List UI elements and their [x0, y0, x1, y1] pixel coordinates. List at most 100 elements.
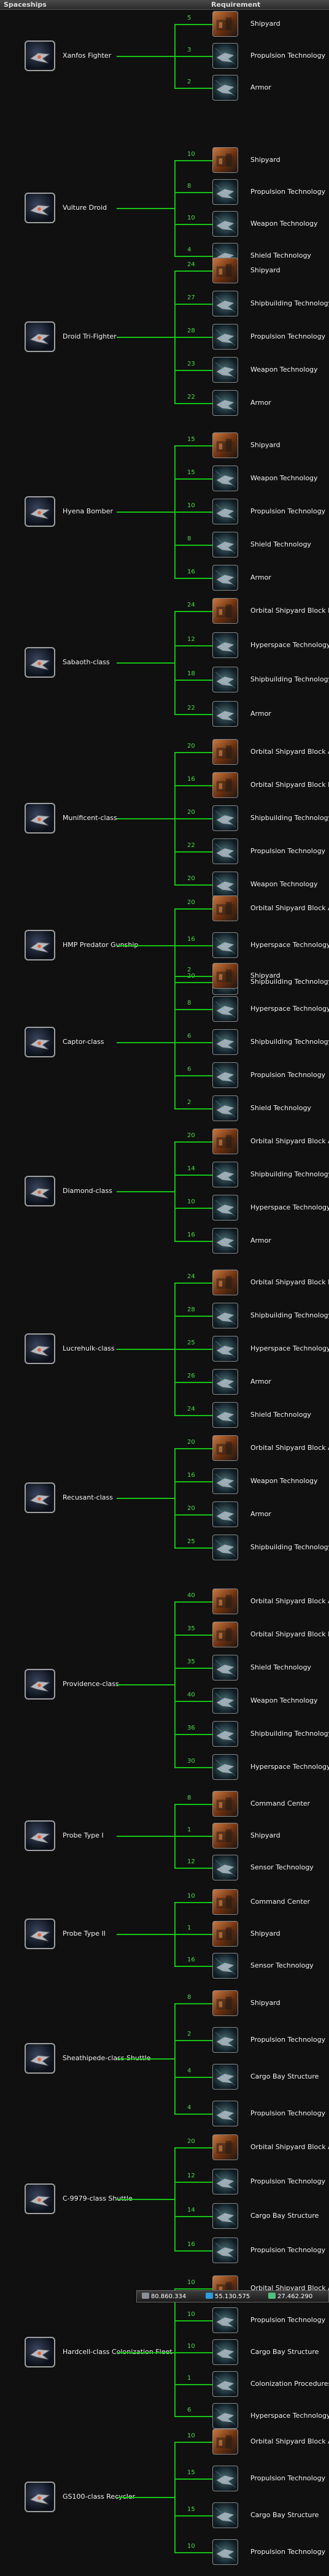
- research-icon[interactable]: [212, 1953, 238, 1979]
- requirement-name[interactable]: Shipbuilding Technology: [250, 675, 329, 683]
- requirement-name[interactable]: Weapon Technology: [250, 366, 318, 374]
- requirement-name[interactable]: Armor: [250, 1510, 271, 1518]
- requirement-name[interactable]: Sensor Technology: [250, 1863, 314, 1871]
- ship-name[interactable]: Probe Type II: [63, 1930, 106, 1938]
- research-icon[interactable]: [212, 2339, 238, 2365]
- requirement-name[interactable]: Command Center: [250, 1800, 311, 1807]
- building-icon[interactable]: [212, 1589, 238, 1614]
- requirement-name[interactable]: Propulsion Technology: [250, 507, 326, 515]
- requirement-name[interactable]: Propulsion Technology: [250, 2316, 326, 2324]
- probe-icon[interactable]: [25, 1919, 55, 1949]
- requirement-name[interactable]: Propulsion Technology: [250, 2036, 326, 2044]
- ship-name[interactable]: Hardcell-class Colonization Fleet: [63, 2348, 172, 2356]
- building-icon[interactable]: [212, 147, 238, 173]
- requirement-name[interactable]: Shipyard: [250, 1999, 281, 2007]
- research-icon[interactable]: [212, 1468, 238, 1494]
- ship-name[interactable]: GS100-class Recycler: [63, 2493, 136, 2501]
- research-icon[interactable]: [212, 2466, 238, 2491]
- research-icon[interactable]: [212, 499, 238, 524]
- requirement-name[interactable]: Hyperspace Technology: [250, 2412, 329, 2420]
- destroyer-icon[interactable]: [25, 1482, 55, 1513]
- research-icon[interactable]: [212, 211, 238, 237]
- recycler-icon[interactable]: [25, 2482, 55, 2512]
- research-icon[interactable]: [212, 75, 238, 101]
- research-icon[interactable]: [212, 565, 238, 591]
- requirement-name[interactable]: Cargo Bay Structure: [250, 2511, 319, 2519]
- ship-name[interactable]: Hyena Bomber: [63, 507, 114, 515]
- building-icon[interactable]: [212, 1990, 238, 2016]
- requirement-name[interactable]: Weapon Technology: [250, 880, 318, 888]
- requirement-name[interactable]: Shipyard: [250, 1831, 281, 1839]
- building-icon[interactable]: [212, 1921, 238, 1947]
- ship-name[interactable]: C-9979-class Shuttle: [63, 2195, 133, 2202]
- requirement-name[interactable]: Cargo Bay Structure: [250, 2212, 319, 2220]
- research-icon[interactable]: [212, 872, 238, 897]
- ship-name[interactable]: HMP Predator Gunship: [63, 941, 139, 949]
- requirement-name[interactable]: Shield Technology: [250, 1411, 311, 1419]
- research-icon[interactable]: [212, 1095, 238, 1121]
- landing-craft-icon[interactable]: [25, 2183, 55, 2214]
- research-icon[interactable]: [212, 667, 238, 692]
- ship-name[interactable]: Lucrehulk-class: [63, 1344, 115, 1352]
- requirement-name[interactable]: Orbital Shipyard Block A: [250, 2284, 329, 2292]
- captor-icon[interactable]: [25, 1027, 55, 1057]
- requirement-name[interactable]: Hyperspace Technology: [250, 641, 329, 649]
- requirement-name[interactable]: Propulsion Technology: [250, 2109, 326, 2117]
- research-icon[interactable]: [212, 1501, 238, 1527]
- frigate-icon[interactable]: [25, 647, 55, 678]
- building-icon[interactable]: [212, 1129, 238, 1154]
- research-icon[interactable]: [212, 2502, 238, 2528]
- research-icon[interactable]: [212, 324, 238, 350]
- research-icon[interactable]: [212, 2169, 238, 2195]
- requirement-name[interactable]: Shipbuilding Technology: [250, 1311, 329, 1319]
- carrier-icon[interactable]: [25, 1669, 55, 1700]
- requirement-name[interactable]: Propulsion Technology: [250, 332, 326, 340]
- building-icon[interactable]: [212, 739, 238, 765]
- research-icon[interactable]: [212, 291, 238, 316]
- fighter-icon[interactable]: [25, 40, 55, 71]
- ship-name[interactable]: Sabaoth-class: [63, 658, 110, 666]
- requirement-name[interactable]: Shipbuilding Technology: [250, 978, 329, 986]
- ship-name[interactable]: Captor-class: [63, 1038, 104, 1046]
- ship-name[interactable]: Munificent-class: [63, 814, 117, 822]
- ship-name[interactable]: Diamond-class: [63, 1187, 112, 1195]
- requirement-name[interactable]: Shipyard: [250, 156, 281, 164]
- research-icon[interactable]: [212, 1855, 238, 1880]
- frigate-icon[interactable]: [25, 803, 55, 834]
- requirement-name[interactable]: Shield Technology: [250, 251, 311, 259]
- requirement-name[interactable]: Weapon Technology: [250, 1696, 318, 1704]
- shuttle-icon[interactable]: [25, 2043, 55, 2074]
- requirement-name[interactable]: Weapon Technology: [250, 1477, 318, 1485]
- requirement-name[interactable]: Orbital Shipyard Block A: [250, 904, 329, 912]
- research-icon[interactable]: [212, 2403, 238, 2429]
- building-icon[interactable]: [212, 1435, 238, 1461]
- requirement-name[interactable]: Shipyard: [250, 266, 281, 274]
- requirement-name[interactable]: Cargo Bay Structure: [250, 2348, 319, 2356]
- requirement-name[interactable]: Armor: [250, 710, 271, 718]
- building-icon[interactable]: [212, 2429, 238, 2455]
- building-icon[interactable]: [212, 895, 238, 921]
- research-icon[interactable]: [212, 1754, 238, 1780]
- colony-ship-icon[interactable]: [25, 2337, 55, 2367]
- requirement-name[interactable]: Armor: [250, 1378, 271, 1386]
- requirement-name[interactable]: Weapon Technology: [250, 220, 318, 228]
- requirement-name[interactable]: Shipyard: [250, 441, 281, 449]
- research-icon[interactable]: [212, 2237, 238, 2263]
- research-icon[interactable]: [212, 1336, 238, 1362]
- research-icon[interactable]: [212, 1162, 238, 1187]
- research-icon[interactable]: [212, 390, 238, 416]
- droid-fighter-icon[interactable]: [25, 193, 55, 223]
- ship-name[interactable]: Providence-class: [63, 1680, 119, 1688]
- ship-name[interactable]: Xanfos Fighter: [63, 52, 112, 59]
- requirement-name[interactable]: Armor: [250, 83, 271, 91]
- requirement-name[interactable]: Shield Technology: [250, 1663, 311, 1671]
- research-icon[interactable]: [212, 1029, 238, 1055]
- research-icon[interactable]: [212, 1369, 238, 1395]
- building-icon[interactable]: [212, 432, 238, 458]
- research-icon[interactable]: [212, 357, 238, 383]
- research-icon[interactable]: [212, 2064, 238, 2090]
- requirement-name[interactable]: Propulsion Technology: [250, 2177, 326, 2185]
- requirement-name[interactable]: Orbital Shipyard Block A: [250, 1597, 329, 1605]
- probe-icon[interactable]: [25, 1820, 55, 1851]
- requirement-name[interactable]: Shipbuilding Technology: [250, 1038, 329, 1046]
